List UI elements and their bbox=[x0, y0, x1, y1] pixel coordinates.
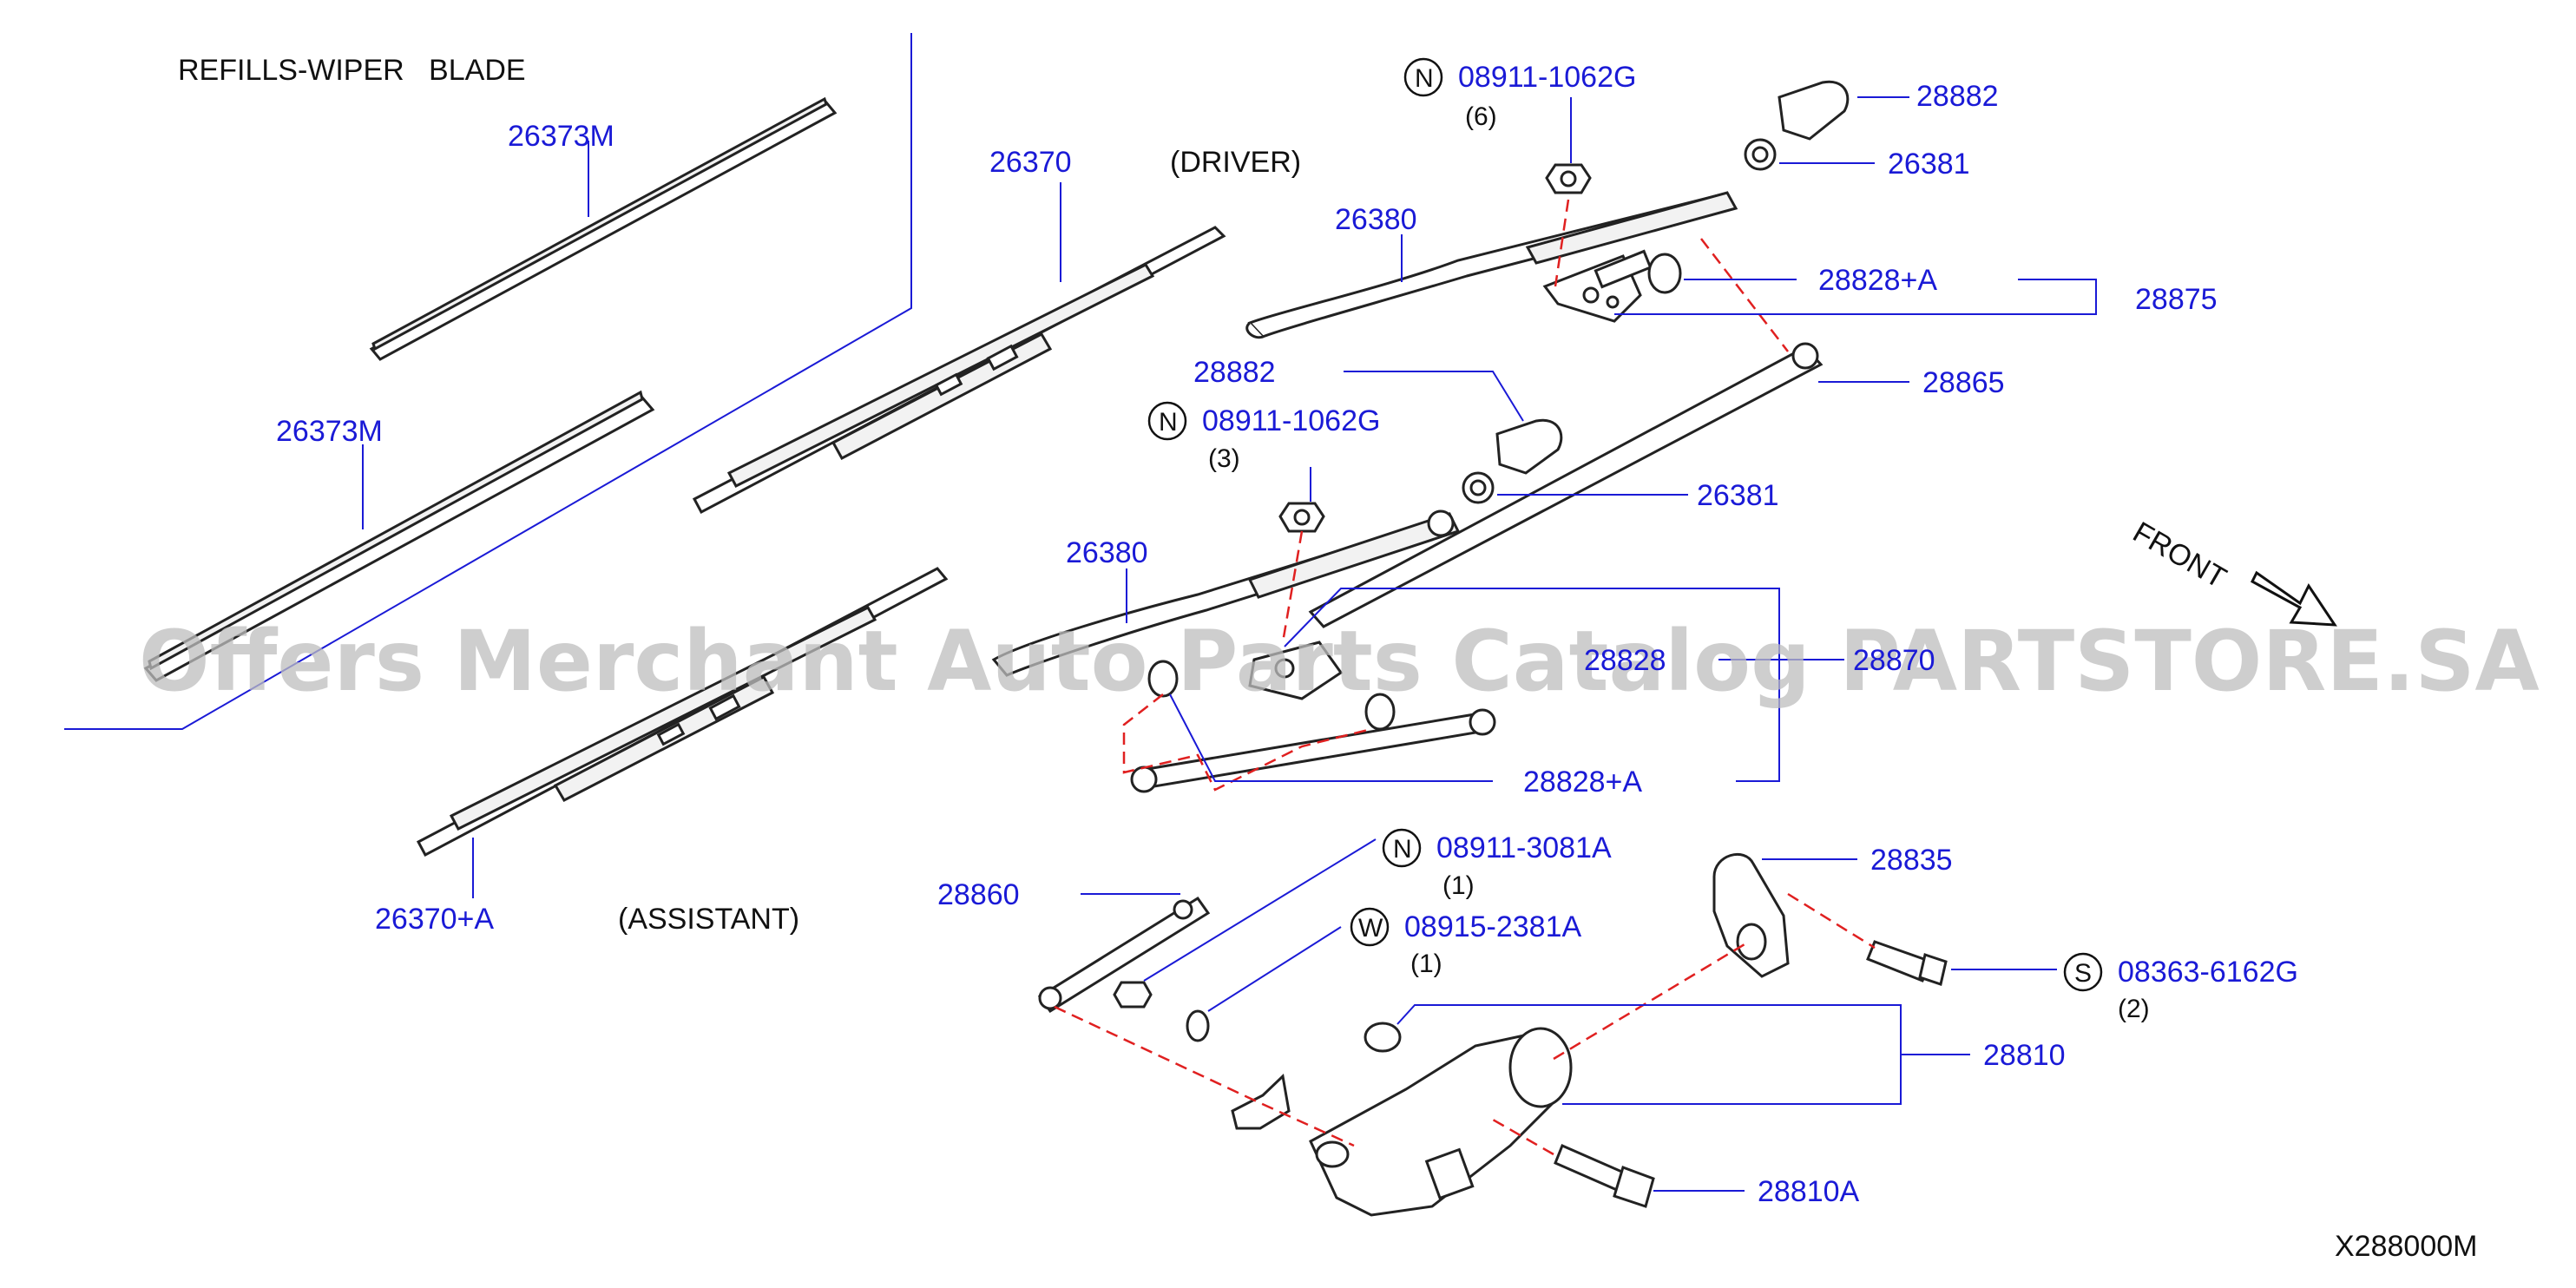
symbol-s-icon bbox=[2063, 952, 2103, 992]
label-nut-top[interactable]: 26381 bbox=[1888, 148, 1970, 181]
leader-nut-n3 bbox=[1143, 838, 1377, 982]
dash-bolt-motor bbox=[1492, 1118, 1554, 1156]
symbol-s-letter: S bbox=[2074, 959, 2092, 988]
dash-mid-link bbox=[1122, 693, 1372, 792]
wiper-blade-driver[interactable] bbox=[692, 226, 1226, 515]
motor-bolt-28810a[interactable] bbox=[1554, 1144, 1655, 1208]
label-arm-top[interactable]: 26380 bbox=[1335, 203, 1417, 236]
link-rod-28860[interactable] bbox=[1037, 896, 1211, 1014]
pivot-mid[interactable] bbox=[1248, 641, 1344, 700]
arm-cap-mid[interactable] bbox=[1495, 418, 1563, 475]
driver-label: (DRIVER) bbox=[1170, 146, 1301, 179]
symbol-n1-icon bbox=[1403, 57, 1443, 97]
label-pivot-bottom[interactable]: 28828+A bbox=[1523, 766, 1642, 798]
dash-lower-motor bbox=[1054, 1005, 1355, 1147]
frame-28870 bbox=[1284, 588, 1780, 782]
wiper-arm-bottom[interactable] bbox=[991, 509, 1461, 677]
symbol-w-icon bbox=[1350, 907, 1390, 947]
label-refill-bottom[interactable]: 26373M bbox=[276, 415, 383, 448]
leader-washer bbox=[1207, 926, 1342, 1012]
symbol-w-letter: W bbox=[1358, 914, 1383, 943]
label-nut-mid[interactable]: 26381 bbox=[1697, 479, 1779, 512]
refills-title: REFILLS-WIPER BLADE bbox=[178, 54, 526, 87]
pivot-shaft-top[interactable] bbox=[1542, 249, 1653, 323]
label-pivot-mid[interactable]: 28828 bbox=[1584, 644, 1666, 677]
label-pivot-top[interactable]: 28828+A bbox=[1818, 264, 1937, 297]
dash-top-link bbox=[1700, 238, 1789, 352]
flange-nut-n2[interactable] bbox=[1278, 502, 1325, 533]
wiper-arm-top[interactable] bbox=[1245, 191, 1738, 339]
wiper-motor-28810[interactable] bbox=[1309, 1027, 1573, 1217]
qty-nut-n2: (3) bbox=[1208, 444, 1240, 473]
symbol-n2-letter: N bbox=[1159, 408, 1178, 437]
label-motor-bolt[interactable]: 28810A bbox=[1758, 1175, 1860, 1208]
front-label: FRONT bbox=[2127, 516, 2231, 595]
diagram-code: X288000M bbox=[2335, 1230, 2477, 1263]
label-nut-n3[interactable]: 08911-3081A bbox=[1436, 831, 1612, 864]
symbol-n3-letter: N bbox=[1393, 835, 1412, 864]
label-linkage-top[interactable]: 28875 bbox=[2135, 283, 2218, 316]
symbol-n2-icon bbox=[1147, 401, 1187, 441]
motor-bracket-clip[interactable] bbox=[1231, 1073, 1291, 1130]
assistant-label: (ASSISTANT) bbox=[618, 903, 799, 936]
pivot-bushing-top[interactable] bbox=[1647, 253, 1682, 294]
label-bracket[interactable]: 28835 bbox=[1870, 844, 1953, 877]
label-linkage-assy[interactable]: 28870 bbox=[1853, 644, 1935, 677]
label-nut-n1[interactable]: 08911-1062G bbox=[1458, 61, 1636, 94]
label-link-rod[interactable]: 28865 bbox=[1922, 366, 2005, 399]
qty-nut-n1: (6) bbox=[1465, 102, 1497, 131]
label-cap-top[interactable]: 28882 bbox=[1916, 80, 1999, 113]
flange-nut-n3[interactable] bbox=[1113, 981, 1153, 1009]
label-washer-w[interactable]: 08915-2381A bbox=[1404, 910, 1582, 943]
label-blade-assistant[interactable]: 26370+A bbox=[375, 903, 494, 936]
refill-strip-top[interactable] bbox=[369, 96, 838, 361]
qty-nut-n3: (1) bbox=[1442, 871, 1475, 900]
label-motor[interactable]: 28810 bbox=[1983, 1039, 2066, 1072]
screw-s[interactable] bbox=[1866, 940, 1948, 986]
label-blade-driver[interactable]: 26370 bbox=[989, 146, 1072, 179]
label-nut-n2[interactable]: 08911-1062G bbox=[1202, 404, 1380, 437]
label-rod-lower[interactable]: 28860 bbox=[937, 878, 1020, 911]
qty-washer-w: (1) bbox=[1410, 950, 1442, 978]
arm-cap-top[interactable] bbox=[1778, 80, 1850, 141]
dash-bracket-motor bbox=[1553, 940, 1750, 1061]
bracket-28835[interactable] bbox=[1712, 852, 1790, 978]
pivot-nut-top[interactable] bbox=[1744, 138, 1777, 171]
pivot-bushing-left[interactable] bbox=[1147, 660, 1179, 698]
front-arrow-icon bbox=[2251, 570, 2337, 627]
washer-w[interactable] bbox=[1186, 1009, 1210, 1042]
label-cap-mid[interactable]: 28882 bbox=[1193, 356, 1276, 389]
dash-screw-bracket bbox=[1787, 892, 1876, 950]
frame-28810 bbox=[1396, 1004, 1902, 1105]
symbol-n1-letter: N bbox=[1415, 64, 1434, 93]
symbol-n3-icon bbox=[1382, 828, 1422, 868]
link-rod-lower-upper[interactable] bbox=[1130, 708, 1496, 793]
flange-nut-n1[interactable] bbox=[1545, 163, 1592, 194]
label-arm-bottom[interactable]: 26380 bbox=[1066, 536, 1148, 569]
qty-screw-s: (2) bbox=[2118, 995, 2150, 1023]
refill-strip-bottom[interactable] bbox=[143, 390, 655, 682]
pivot-nut-mid[interactable] bbox=[1462, 471, 1495, 504]
dash-top-pivot bbox=[1554, 199, 1570, 287]
bracket-28875 bbox=[1614, 279, 2097, 315]
label-refill-top[interactable]: 26373M bbox=[508, 120, 614, 153]
wiper-blade-assistant[interactable] bbox=[416, 567, 949, 858]
section-divider bbox=[64, 33, 912, 730]
grommet-28810[interactable] bbox=[1364, 1022, 1402, 1053]
leader-cap-mid bbox=[1344, 371, 1524, 422]
leader-pivot-bottom bbox=[1169, 693, 1493, 782]
watermark-text: Offers Merchant Auto Parts Catalog PARTS… bbox=[139, 613, 2540, 710]
link-rod-28865[interactable] bbox=[1308, 342, 1824, 628]
label-screw-s[interactable]: 08363-6162G bbox=[2118, 956, 2298, 989]
